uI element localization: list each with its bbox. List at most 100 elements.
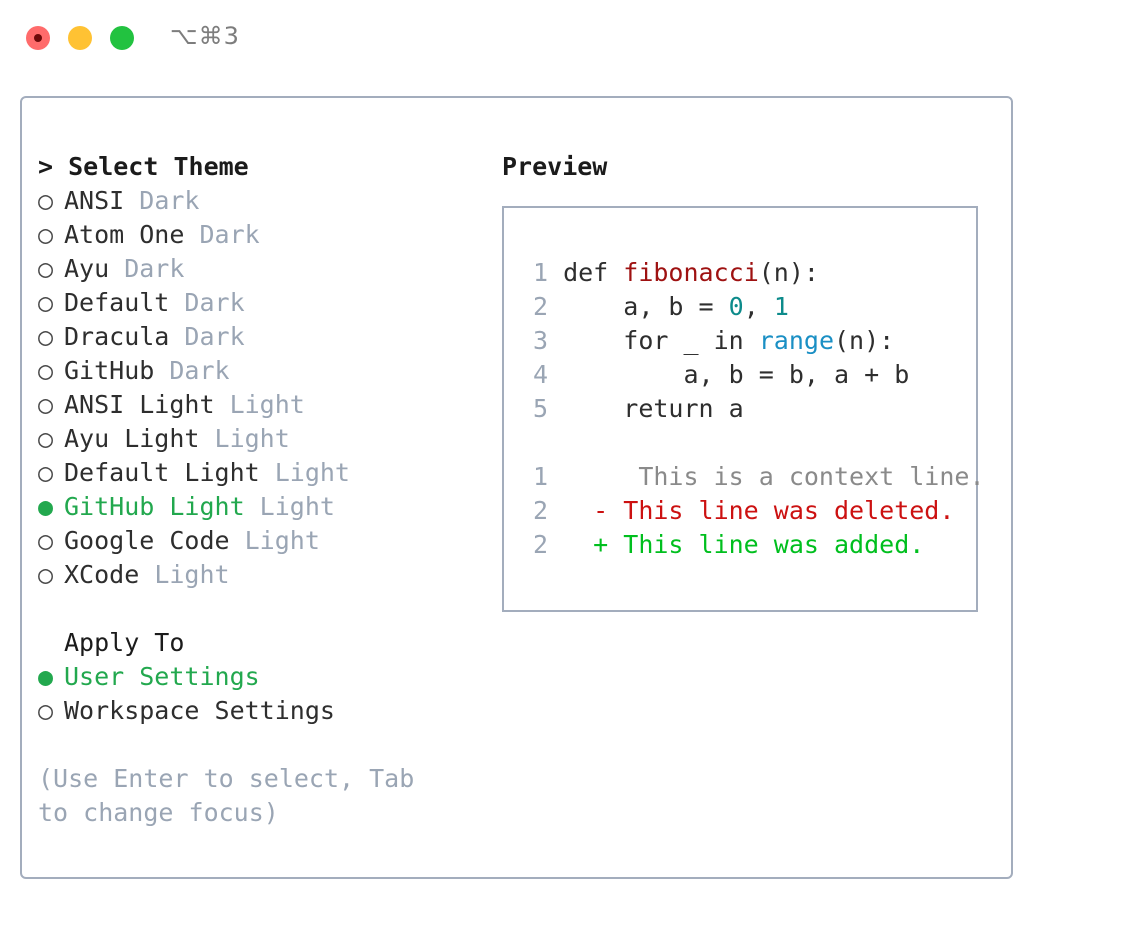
line-number: 5 [532,394,548,423]
line-number: 2 [532,292,548,321]
theme-variant-tag: Dark [169,288,245,317]
diff-marker: - [593,496,609,525]
theme-name: Default [64,288,170,317]
diff-line: 2 + This line was added. [522,528,976,562]
theme-list-item[interactable]: ○ ANSI Light Light [38,388,498,422]
diff-text: This line was added. [608,530,925,559]
apply-to-header: Apply To [64,628,185,657]
maximize-button[interactable] [110,26,134,50]
theme-variant-tag: Dark [154,356,230,385]
theme-variant-tag: Light [259,458,350,487]
theme-name: ANSI [64,186,125,215]
theme-list-item[interactable]: ○ Google Code Light [38,524,498,558]
theme-name: XCode [64,560,140,589]
theme-list: ○ANSI Dark○Atom One Dark○Ayu Dark○Defaul… [38,184,498,592]
diff-marker [593,462,608,491]
theme-name: Ayu Light [64,424,200,453]
radio-unselected-icon: ○ [38,220,54,249]
radio-unselected-icon: ○ [38,288,54,317]
line-number: 1 [532,258,548,287]
radio-unselected-icon: ○ [38,526,54,555]
radio-selected-icon: ● [38,492,54,521]
minimize-button[interactable] [68,26,92,50]
theme-list-item[interactable]: ○ Default Dark [38,286,498,320]
apply-to-option[interactable]: ● User Settings [38,660,498,694]
code-token: def [563,258,624,287]
theme-list-item[interactable]: ○ Default Light Light [38,456,498,490]
line-number: 3 [532,326,548,355]
theme-list-item[interactable]: ○ GitHub Dark [38,354,498,388]
theme-list-item[interactable]: ● GitHub Light Light [38,490,498,524]
theme-name: Ayu [64,254,110,283]
radio-unselected-icon: ○ [38,186,54,215]
shortcut-label: ⌥⌘3 [170,22,240,50]
code-token: return a [563,394,744,423]
radio-unselected-icon: ○ [38,424,54,453]
spacer [38,592,498,626]
radio-unselected-icon: ○ [38,390,54,419]
theme-name: Default Light [64,458,260,487]
title-bar: ⌥⌘3 [0,0,1140,78]
theme-name: ANSI Light [64,390,215,419]
theme-name: GitHub [64,356,155,385]
radio-unselected-icon: ○ [38,458,54,487]
line-number: 4 [532,360,548,389]
line-number: 1 [532,462,548,491]
theme-variant-tag: Light [244,492,335,521]
apply-to-option[interactable]: ○ Workspace Settings [38,694,498,728]
code-line: 1 def fibonacci(n): [522,256,976,290]
preview-title: Preview [502,152,608,181]
theme-name: Dracula [64,322,170,351]
code-token: a, b = [563,292,729,321]
radio-unselected-icon: ○ [38,322,54,351]
traffic-lights [26,26,134,50]
theme-variant-tag: Dark [169,322,245,351]
theme-list-item[interactable]: ○ Atom One Dark [38,218,498,252]
close-button[interactable] [26,26,50,50]
content-panel: > Select Theme ○ANSI Dark○Atom One Dark○… [20,96,1013,879]
theme-name: GitHub Light [64,492,245,521]
line-number: 2 [532,530,548,559]
diff-line: 1 This is a context line. [522,460,985,494]
theme-list-item[interactable]: ○ ANSI Dark [38,184,498,218]
code-token: a, b = b, a + b [563,360,910,389]
line-number: 2 [532,496,548,525]
theme-list-item[interactable]: ○ Ayu Light Light [38,422,498,456]
theme-variant-tag: Light [214,390,305,419]
code-line: 3 for _ in range(n): [522,324,976,358]
theme-list-item[interactable]: ○ XCode Light [38,558,498,592]
theme-name: Google Code [64,526,230,555]
code-token: (n): [834,326,895,355]
theme-variant-tag: Dark [184,220,260,249]
theme-variant-tag: Light [199,424,290,453]
theme-name: Atom One [64,220,185,249]
apply-to-label: Workspace Settings [64,696,335,725]
code-token: range [758,326,834,355]
theme-list-item[interactable]: ○Ayu Dark [38,252,498,286]
diff-line: 2 - This line was deleted. [522,494,976,528]
theme-variant-tag: Light [229,526,320,555]
code-token: 1 [773,292,789,321]
code-token: for _ in [563,326,759,355]
diff-sample: 1 This is a context line.2 - This line w… [522,460,985,562]
code-token: , [743,292,774,321]
theme-selection-column: > Select Theme ○ANSI Dark○Atom One Dark○… [38,150,498,830]
radio-unselected-icon: ○ [38,696,54,725]
theme-variant-tag: Light [139,560,230,589]
apply-to-list: ● User Settings ○ Workspace Settings [38,660,498,728]
theme-variant-tag: Dark [124,186,200,215]
diff-text: This is a context line. [608,462,985,491]
apply-to-label: User Settings [64,662,260,691]
radio-unselected-icon: ○ [38,560,54,589]
spacer [522,426,976,460]
radio-unselected-icon: ○ [38,356,54,385]
diff-marker: + [593,530,609,559]
keyboard-hint: (Use Enter to select, Tab to change focu… [38,764,430,827]
radio-selected-icon: ● [38,662,54,691]
theme-list-item[interactable]: ○ Dracula Dark [38,320,498,354]
code-line: 4 a, b = b, a + b [522,358,976,392]
code-line: 5 return a [522,392,976,426]
